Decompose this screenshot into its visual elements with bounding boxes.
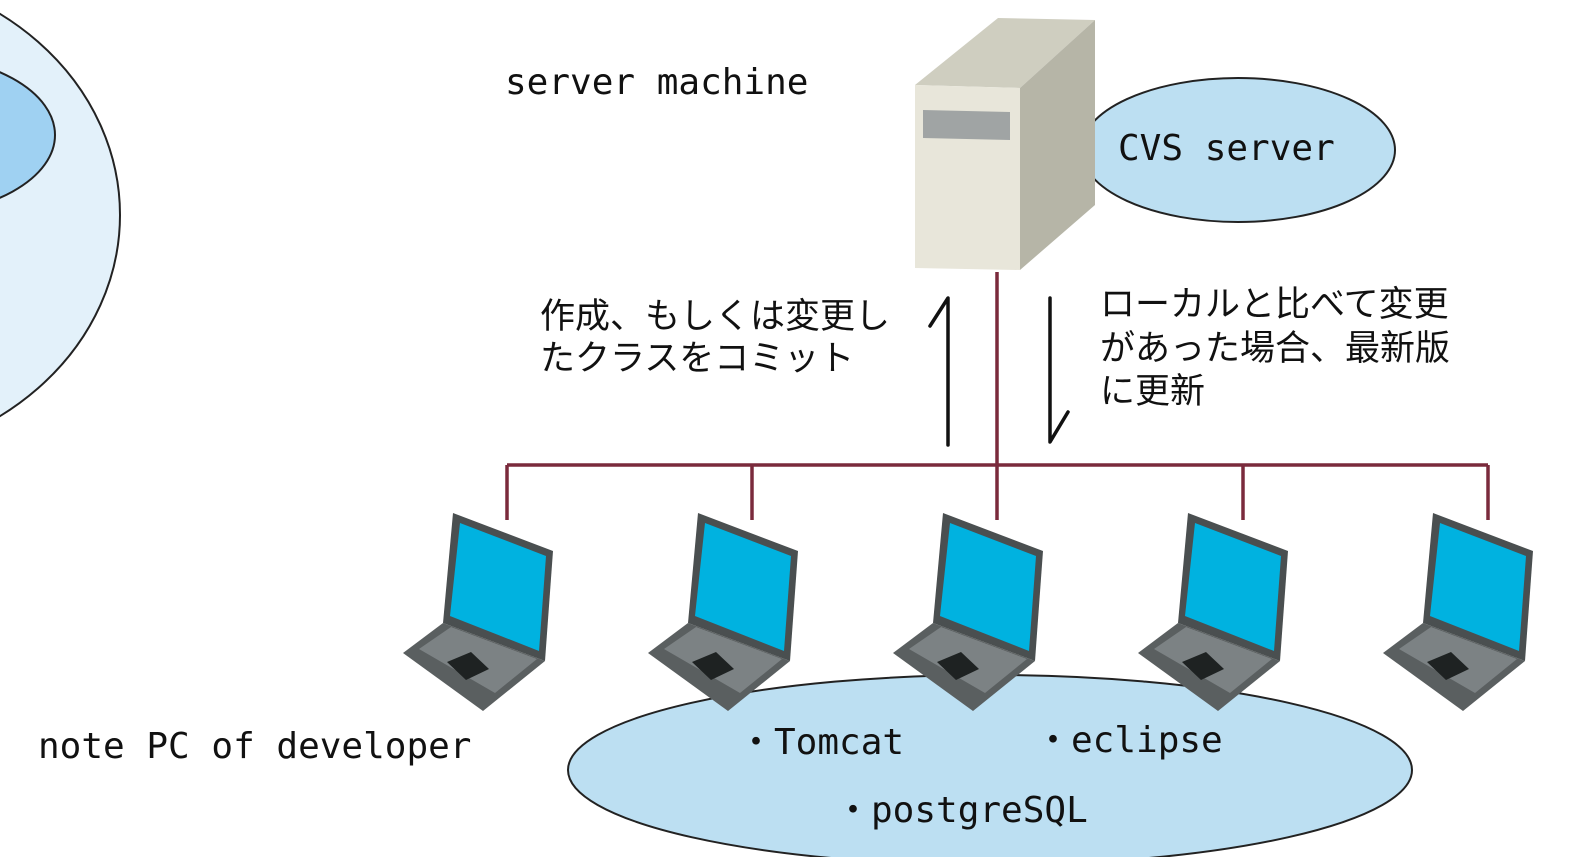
laptop-icon <box>1138 513 1288 711</box>
laptop-icon <box>648 513 798 711</box>
left-outer-ellipse <box>0 12 121 418</box>
server-side <box>1020 20 1095 270</box>
update-text-line-2: があった場合、最新版 <box>1100 329 1450 369</box>
server-machine-label: server machine <box>505 62 808 103</box>
postgresql-label: ・postgreSQL <box>835 790 1088 831</box>
tomcat-label: ・Tomcat <box>738 722 904 763</box>
laptop-icon <box>403 513 553 711</box>
eclipse-label: ・eclipse <box>1035 720 1223 761</box>
left-inner-ellipse <box>0 71 56 199</box>
network-lines <box>505 272 1490 520</box>
commit-text-line-2: たクラスをコミット <box>540 339 854 379</box>
update-text-line-3: に更新 <box>1100 372 1205 412</box>
commit-up-arrow <box>928 296 950 447</box>
update-text-line-1: ローカルと比べて変更 <box>1100 285 1449 325</box>
left-cropped-ellipses <box>0 12 121 418</box>
cvs-server-label: CVS server <box>1118 128 1335 169</box>
server-tower-icon <box>915 18 1095 270</box>
note-pc-label: note PC of developer <box>38 726 471 767</box>
commit-text-line-1: 作成、もしくは変更し <box>540 297 890 337</box>
laptop-icon <box>1383 513 1533 711</box>
server-top <box>915 18 1095 88</box>
server-drive-bay <box>923 110 1010 140</box>
update-down-arrow <box>1048 296 1070 444</box>
